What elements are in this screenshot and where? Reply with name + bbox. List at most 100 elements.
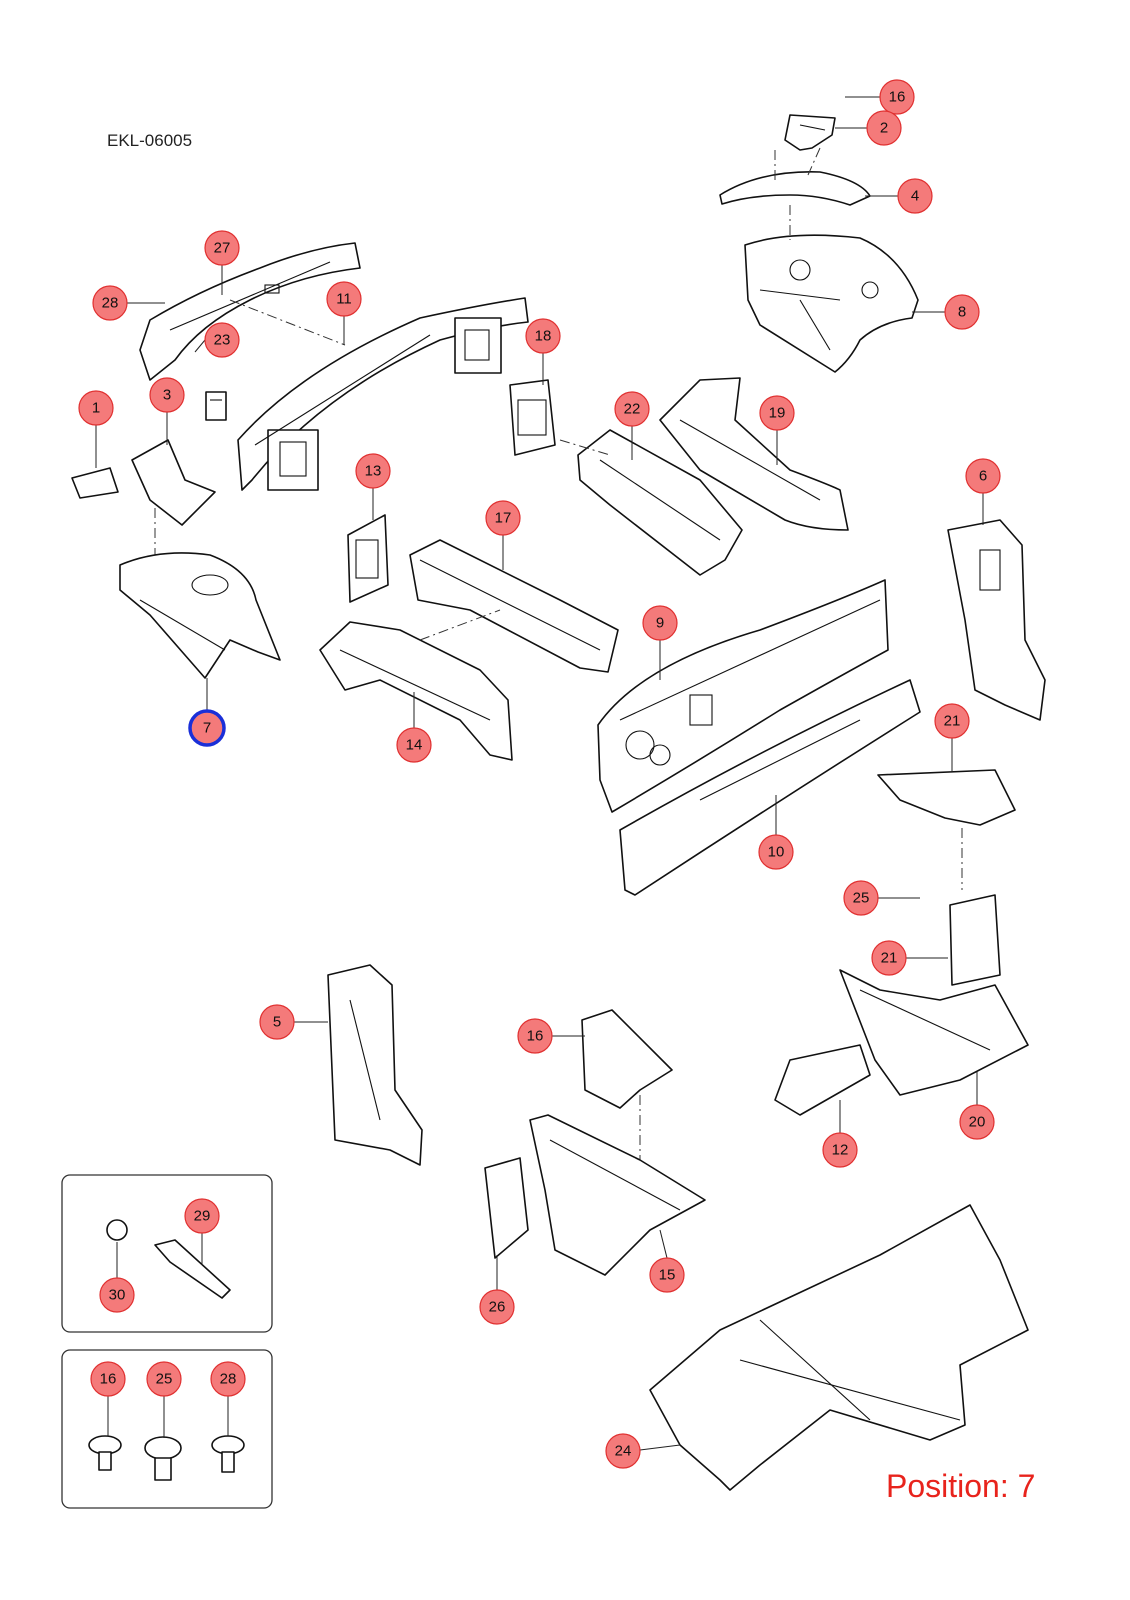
callout-7[interactable]: 7 [188,709,226,747]
svg-text:16: 16 [100,1371,117,1388]
callout-27[interactable]: 27 [204,230,240,266]
part-panel-16 [581,1009,673,1109]
leader-lines [95,96,984,1451]
callout-3[interactable]: 3 [149,377,185,413]
svg-text:15: 15 [659,1267,676,1284]
part-bracket-1 [71,467,119,499]
callout-2[interactable]: 2 [866,110,902,146]
callout-6[interactable]: 6 [965,458,1001,494]
callout-21-lower[interactable]: 21 [871,940,907,976]
callout-18[interactable]: 18 [525,318,561,354]
callout-24[interactable]: 24 [605,1433,641,1469]
callout-11[interactable]: 11 [326,281,362,317]
svg-text:9: 9 [656,615,664,632]
svg-text:17: 17 [495,510,512,527]
svg-text:29: 29 [194,1208,211,1225]
svg-text:21: 21 [944,713,961,730]
callout-14[interactable]: 14 [396,727,432,763]
svg-text:16: 16 [527,1028,544,1045]
part-rail-15 [529,1114,706,1276]
part-floor-24 [649,1204,1029,1491]
callout-5[interactable]: 5 [259,1004,295,1040]
part-beam-11 [237,297,529,491]
part-panel-21b [949,894,1001,986]
svg-text:22: 22 [624,401,641,418]
svg-text:24: 24 [615,1443,632,1460]
callout-16-box[interactable]: 16 [90,1361,126,1397]
callout-28[interactable]: 28 [92,285,128,321]
nut-30 [106,1219,128,1241]
callout-8[interactable]: 8 [944,294,980,330]
callout-19[interactable]: 19 [759,395,795,431]
callout-15[interactable]: 15 [649,1257,685,1293]
part-dash-9 [597,579,889,813]
bolt-29 [154,1239,231,1299]
part-bracket-12 [774,1044,871,1116]
svg-text:13: 13 [365,463,382,480]
callout-29[interactable]: 29 [184,1198,220,1234]
svg-text:10: 10 [768,844,785,861]
svg-text:2: 2 [880,120,888,137]
part-rail-17 [409,539,619,673]
svg-text:1: 1 [92,400,100,417]
diagram-code: EKL-06005 [107,131,193,150]
callout-25-box[interactable]: 25 [146,1361,182,1397]
callout-20[interactable]: 20 [959,1104,995,1140]
svg-text:21: 21 [881,950,898,967]
callout-1[interactable]: 1 [78,390,114,426]
svg-text:28: 28 [102,295,119,312]
svg-text:16: 16 [889,89,906,106]
svg-text:27: 27 [214,240,231,257]
part-rail-14 [319,621,513,761]
callout-16-middle[interactable]: 16 [517,1018,553,1054]
part-panel-21a [877,769,1016,826]
svg-text:26: 26 [489,1299,506,1316]
svg-text:28: 28 [220,1371,237,1388]
position-label: Position: 7 [886,1468,1036,1504]
part-bracket-26 [484,1157,529,1259]
part-pillar-6 [947,519,1046,721]
part-rail-19 [659,377,849,531]
svg-text:6: 6 [979,468,987,485]
callout-13[interactable]: 13 [355,453,391,489]
callout-17[interactable]: 17 [485,500,521,536]
svg-text:30: 30 [109,1287,126,1304]
callout-25[interactable]: 25 [843,880,879,916]
callout-10[interactable]: 10 [758,834,794,870]
part-apron-7 [119,552,281,679]
part-plate-18 [509,379,556,456]
svg-text:8: 8 [958,304,966,321]
part-pillar-5 [327,964,423,1166]
part-floor-side-20 [839,969,1029,1096]
svg-text:25: 25 [156,1371,173,1388]
callout-26[interactable]: 26 [479,1289,515,1325]
part-cowl-10 [619,679,921,896]
callout-9[interactable]: 9 [642,605,678,641]
part-panel-3 [131,439,216,526]
svg-text:23: 23 [214,332,231,349]
callout-16[interactable]: 16 [879,79,915,115]
part-housing-8 [744,234,919,373]
bolt-25 [144,1436,182,1481]
svg-text:3: 3 [163,387,171,404]
svg-text:7: 7 [203,720,211,737]
callout-22[interactable]: 22 [614,391,650,427]
svg-text:25: 25 [853,890,870,907]
svg-text:14: 14 [406,737,423,754]
svg-text:11: 11 [336,291,352,308]
svg-text:12: 12 [832,1142,849,1159]
svg-text:20: 20 [969,1114,986,1131]
svg-text:5: 5 [273,1014,281,1031]
callout-4[interactable]: 4 [897,178,933,214]
svg-text:4: 4 [911,188,919,205]
callout-23[interactable]: 23 [204,322,240,358]
callout-12[interactable]: 12 [822,1132,858,1168]
svg-text:19: 19 [769,405,786,422]
callout-21[interactable]: 21 [934,703,970,739]
part-bracket-23 [205,391,227,421]
callout-28-box[interactable]: 28 [210,1361,246,1397]
part-bracket-2 [784,114,836,151]
bolt-28 [211,1435,245,1473]
callout-30[interactable]: 30 [99,1277,135,1313]
